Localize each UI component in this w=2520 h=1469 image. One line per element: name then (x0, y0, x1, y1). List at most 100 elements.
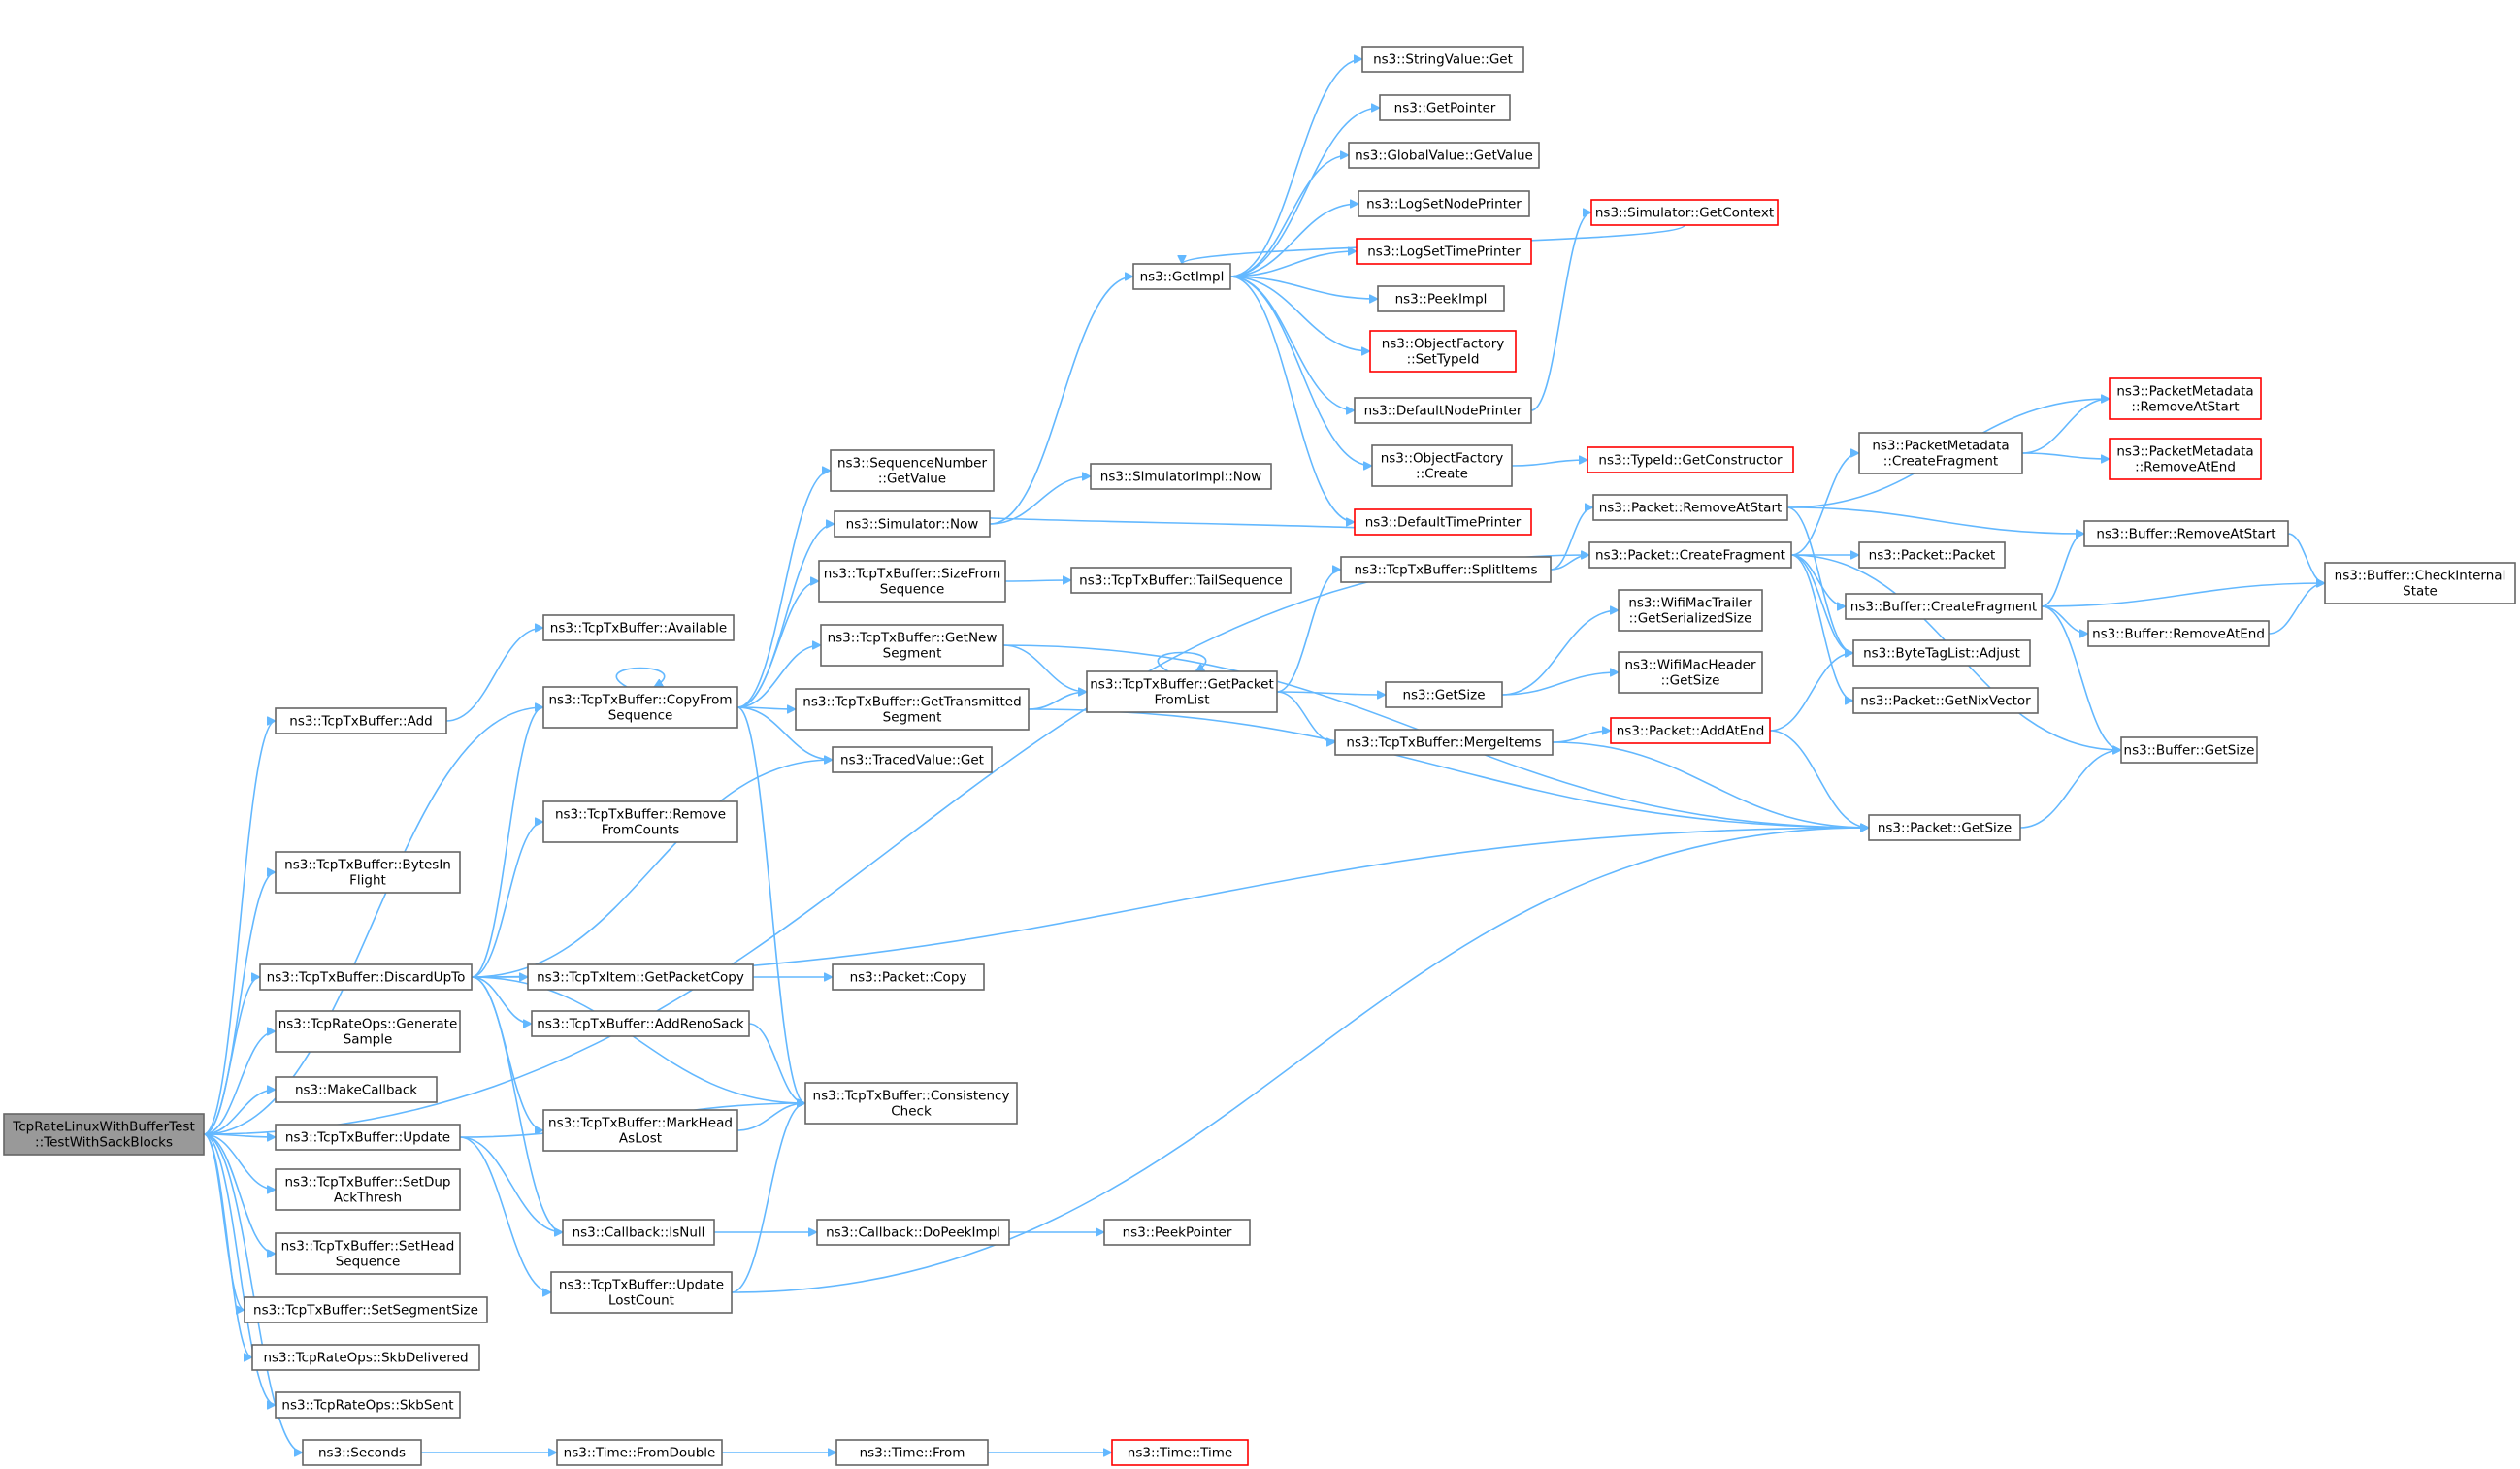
node-makecallback[interactable]: ns3::MakeCallback (275, 1076, 438, 1103)
node-box (1371, 444, 1513, 487)
node-simimplnow[interactable]: ns3::SimulatorImpl::Now (1090, 463, 1272, 490)
node-timefromdouble[interactable]: ns3::Time::FromDouble (556, 1439, 723, 1466)
edge-packetcreatefragment-to-packetgetnixvector (1790, 554, 1854, 701)
node-typeidgetconstructor[interactable]: ns3::TypeId::GetConstructor (1587, 446, 1794, 473)
node-label: ::RemoveAtStart (2131, 400, 2239, 415)
node-packetpacket[interactable]: ns3::Packet::Packet (1858, 541, 2006, 569)
node-packetaddatend[interactable]: ns3::Packet::AddAtEnd (1610, 717, 1771, 744)
node-add[interactable]: ns3::TcpTxBuffer::Add (275, 707, 447, 734)
edge-copyfromsequence-to-consistencycheck (736, 706, 806, 1103)
edge-buffercreatefragment-to-buffercheckinternalstate (2041, 583, 2325, 607)
node-box (542, 614, 735, 641)
node-packetremoveatstart[interactable]: ns3::Packet::RemoveAtStart (1592, 494, 1788, 521)
node-stringvalueget[interactable]: ns3::StringValue::Get (1361, 46, 1524, 73)
node-logsetnodeprinter[interactable]: ns3::LogSetNodePrinter (1358, 190, 1530, 217)
node-mergeitems[interactable]: ns3::TcpTxBuffer::MergeItems (1334, 729, 1554, 756)
node-box (556, 1439, 723, 1466)
node-objfactorycreate[interactable]: ns3::ObjectFactory::Create (1371, 444, 1513, 487)
node-label: Segment (883, 710, 942, 726)
node-pmremoveatstart[interactable]: ns3::PacketMetadata::RemoveAtStart (2109, 377, 2262, 420)
node-timetime[interactable]: ns3::Time::Time (1111, 1439, 1249, 1466)
node-splititems[interactable]: ns3::TcpTxBuffer::SplitItems (1340, 556, 1552, 583)
node-label: ns3::ByteTagList::Adjust (1863, 646, 2020, 662)
node-setsegmentsize[interactable]: ns3::TcpTxBuffer::SetSegmentSize (244, 1296, 488, 1323)
node-tracedvalueget[interactable]: ns3::TracedValue::Get (832, 746, 993, 773)
node-addrenosack[interactable]: ns3::TcpTxBuffer::AddRenoSack (531, 1010, 750, 1037)
node-box (1111, 1439, 1249, 1466)
node-label: Segment (883, 646, 942, 662)
node-isnull[interactable]: ns3::Callback::IsNull (562, 1219, 715, 1246)
node-label: ns3::TcpTxItem::GetPacketCopy (537, 970, 744, 986)
node-label: ::CreateFragment (1883, 454, 1998, 470)
node-peekpointer[interactable]: ns3::PeekPointer (1103, 1219, 1251, 1246)
node-logsettimeprinter[interactable]: ns3::LogSetTimePrinter (1356, 238, 1532, 265)
node-label: ns3::TcpRateOps::SkbDelivered (263, 1351, 468, 1366)
node-packetgetsize[interactable]: ns3::Packet::GetSize (1868, 814, 2021, 841)
node-peekimpl[interactable]: ns3::PeekImpl (1377, 285, 1505, 312)
node-wifitrailergetsize[interactable]: ns3::WifiMacTrailer::GetSerializedSize (1618, 589, 1763, 632)
node-box (1858, 541, 2006, 569)
node-label: ns3::TcpTxBuffer::GetTransmitted (802, 695, 1021, 710)
node-bufferremoveatstart[interactable]: ns3::Buffer::RemoveAtStart (2083, 520, 2289, 547)
edge-splititems-to-packetremoveatstart (1550, 507, 1594, 571)
node-seconds[interactable]: ns3::Seconds (302, 1439, 422, 1466)
node-label: ns3::PacketMetadata (2116, 384, 2253, 400)
node-buffercreatefragment[interactable]: ns3::Buffer::CreateFragment (1845, 593, 2043, 620)
node-simnow[interactable]: ns3::Simulator::Now (834, 510, 991, 538)
node-getimpl[interactable]: ns3::GetImpl (1132, 263, 1231, 290)
node-label: FromList (1154, 693, 1209, 708)
node-label: ns3::TcpTxBuffer::Consistency (813, 1089, 1010, 1104)
node-skbsent[interactable]: ns3::TcpRateOps::SkbSent (275, 1391, 461, 1419)
node-box (1334, 729, 1554, 756)
node-seqgetvalue[interactable]: ns3::SequenceNumber::GetValue (830, 449, 995, 492)
node-packetgetnixvector[interactable]: ns3::Packet::GetNixVector (1852, 687, 2039, 714)
node-label: ns3::TcpRateOps::SkbSent (281, 1398, 453, 1414)
node-discardupto[interactable]: ns3::TcpTxBuffer::DiscardUpTo (259, 963, 473, 991)
node-globalvaluegetvalue[interactable]: ns3::GlobalValue::GetValue (1348, 142, 1540, 169)
node-label: ns3::Packet::RemoveAtStart (1599, 501, 1783, 516)
node-dopeekimpl[interactable]: ns3::Callback::DoPeekImpl (816, 1219, 1010, 1246)
node-wifiheadergetsize[interactable]: ns3::WifiMacHeader::GetSize (1618, 651, 1763, 694)
node-box (1852, 687, 2039, 714)
node-timefrom[interactable]: ns3::Time::From (835, 1439, 989, 1466)
node-label: ns3::TcpTxBuffer::SplitItems (1355, 563, 1538, 578)
node-root[interactable]: TcpRateLinuxWithBufferTest::TestWithSack… (3, 1113, 205, 1156)
node-box (1618, 651, 1763, 694)
node-label: ns3::TcpRateOps::Generate (278, 1017, 458, 1032)
node-box (275, 1391, 461, 1419)
node-packetcopy[interactable]: ns3::Packet::Copy (832, 963, 985, 991)
node-bufferremoveatend[interactable]: ns3::Buffer::RemoveAtEnd (2087, 620, 2270, 647)
node-skbdelivered[interactable]: ns3::TcpRateOps::SkbDelivered (251, 1344, 480, 1371)
node-buffergetsize[interactable]: ns3::Buffer::GetSize (2120, 736, 2258, 764)
node-simgetcontext[interactable]: ns3::Simulator::GetContext (1590, 199, 1779, 226)
node-getsize[interactable]: ns3::GetSize (1385, 681, 1503, 708)
node-update[interactable]: ns3::TcpTxBuffer::Update (275, 1124, 461, 1151)
edge-discardupto-to-copyfromsequence (471, 707, 544, 978)
node-pmremoveatend[interactable]: ns3::PacketMetadata::RemoveAtEnd (2109, 438, 2262, 480)
node-available[interactable]: ns3::TcpTxBuffer::Available (542, 614, 735, 641)
node-objfactorysettypeid[interactable]: ns3::ObjectFactory::SetTypeId (1369, 330, 1517, 373)
node-getpacketcopy[interactable]: ns3::TcpTxItem::GetPacketCopy (527, 963, 754, 991)
node-bytetaglistadjust[interactable]: ns3::ByteTagList::Adjust (1852, 639, 2031, 667)
node-getpointer[interactable]: ns3::GetPointer (1379, 94, 1511, 121)
node-defaultnodeprinter[interactable]: ns3::DefaultNodePrinter (1354, 397, 1532, 424)
edge-getnewsegment-to-getpacketfromlist (1002, 644, 1087, 692)
node-packetcreatefragment[interactable]: ns3::Packet::CreateFragment (1588, 541, 1792, 569)
node-defaulttimeprinter[interactable]: ns3::DefaultTimePrinter (1354, 508, 1532, 536)
node-tailsequence[interactable]: ns3::TcpTxBuffer::TailSequence (1070, 567, 1292, 594)
node-pmcreatefragment[interactable]: ns3::PacketMetadata::CreateFragment (1858, 432, 2023, 474)
